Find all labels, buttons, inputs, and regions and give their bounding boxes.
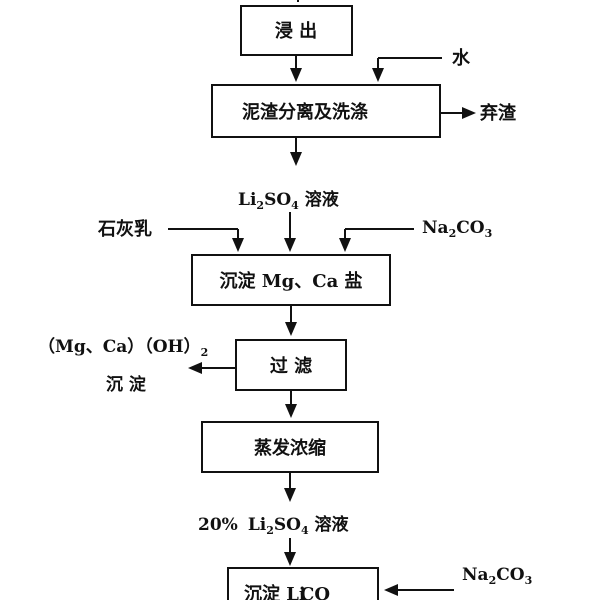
arrowhead <box>188 362 202 374</box>
precip-mgca-label: 沉淀 Mg、Ca 盐 <box>219 270 362 292</box>
arrowhead <box>339 238 351 252</box>
separate-wash-box <box>211 84 441 138</box>
lime-milk-label: 石灰乳 <box>97 218 152 240</box>
precip-li2co3-label: 沉淀 Li <box>244 583 306 600</box>
arrowhead <box>285 322 297 336</box>
arrowhead <box>372 68 384 82</box>
water-label: 水 <box>452 47 471 69</box>
evaporate-box <box>201 421 379 473</box>
li2so4-20pct-label: 20%Li2SO4 溶液 <box>198 514 349 537</box>
arrowhead <box>284 238 296 252</box>
precip-li2co3-box <box>227 567 379 600</box>
arrowhead <box>285 404 297 418</box>
na2co3-bottom-label: Na2CO3 <box>462 565 532 587</box>
hydroxide-precip-label: 沉 淀 <box>106 374 147 395</box>
precip-mgca-box <box>191 254 391 306</box>
filter-label: 过 滤 <box>270 355 312 377</box>
arrowhead <box>284 488 296 502</box>
evaporate-label: 蒸发浓缩 <box>254 437 326 459</box>
arrowhead <box>384 584 398 596</box>
mgca-hydroxide-label: （Mg、Ca）（OH）2 <box>38 336 208 359</box>
na2co3-top-label: Na2CO3 <box>422 218 492 240</box>
precip-li2co3-formula-tail: CO <box>300 584 330 600</box>
arrowhead <box>232 238 244 252</box>
filter-box <box>235 339 347 391</box>
arrowhead <box>462 107 476 119</box>
separate-wash-label: 泥渣分离及洗涤 <box>242 101 368 123</box>
arrowhead <box>290 68 302 82</box>
li2so4-solution-label: Li2SO4 溶液 <box>238 189 339 212</box>
arrowhead <box>290 152 302 166</box>
arrowhead <box>284 552 296 566</box>
discard-slag-label: 弃渣 <box>480 102 517 124</box>
leach-label: 浸 出 <box>275 20 317 42</box>
